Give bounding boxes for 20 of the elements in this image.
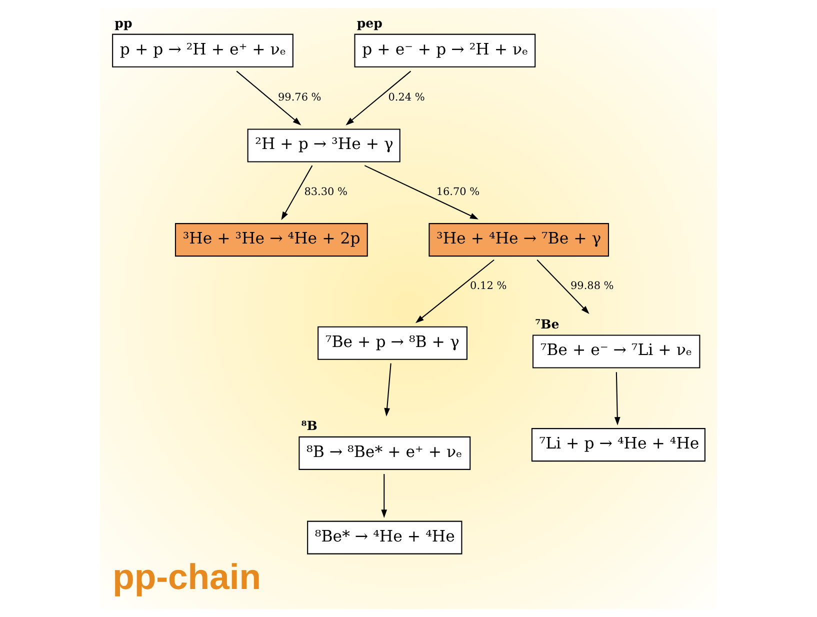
edge-label: 16.70 % xyxy=(436,186,480,198)
edge-label: 99.88 % xyxy=(570,280,614,292)
arrow xyxy=(381,474,388,518)
arrow xyxy=(281,165,313,220)
node-label: pep xyxy=(356,16,382,31)
edge-label: 83.30 % xyxy=(304,186,348,198)
edge-label: 0.12 % xyxy=(470,280,507,292)
arrow xyxy=(364,165,478,220)
diagram-title: pp-chain xyxy=(112,557,262,598)
arrow xyxy=(536,260,590,314)
edge-label: 99.76 % xyxy=(278,91,322,104)
node-label: ⁸B xyxy=(301,418,318,434)
arrow xyxy=(236,70,302,126)
node-label: pp xyxy=(114,16,132,31)
node-label: ⁷Be xyxy=(535,316,560,332)
arrow xyxy=(384,363,392,416)
arrow xyxy=(346,70,412,126)
arrow xyxy=(415,259,494,324)
arrow xyxy=(614,372,620,426)
edge-label: 0.24 % xyxy=(388,91,425,104)
